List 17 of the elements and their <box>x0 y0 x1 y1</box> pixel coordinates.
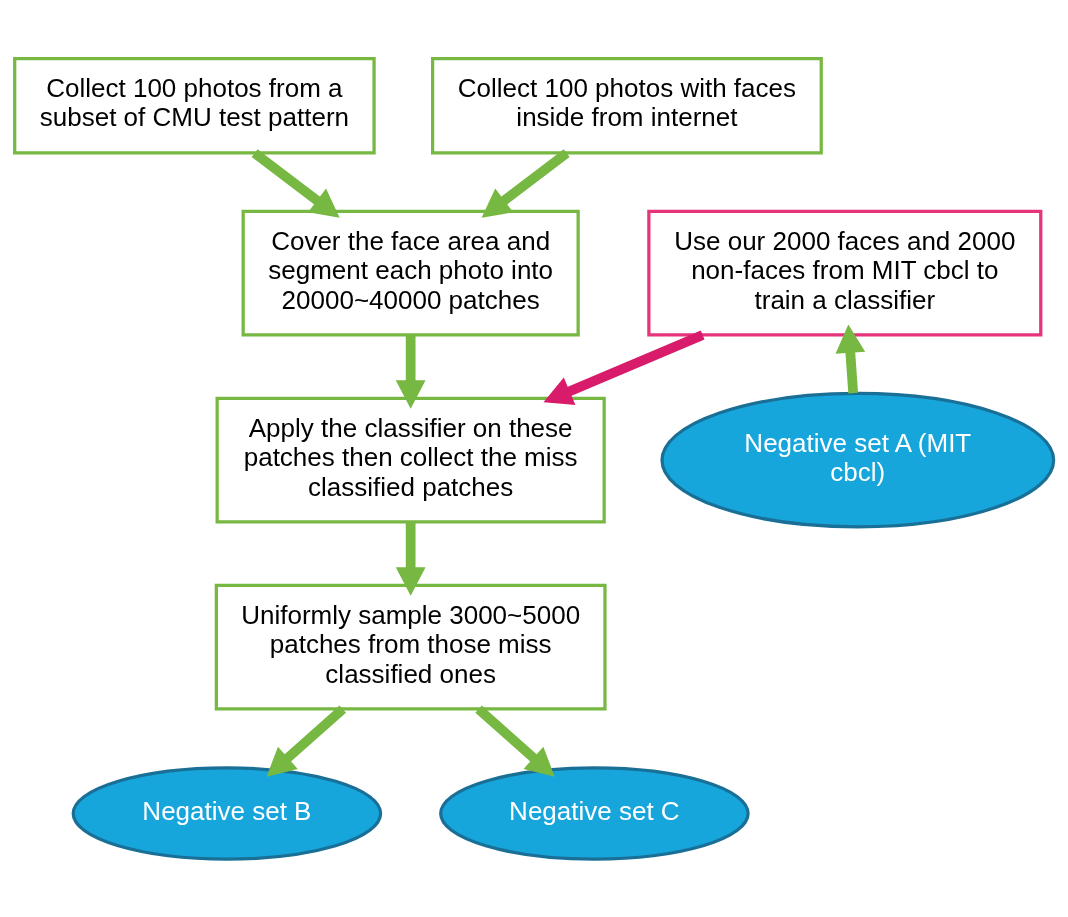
arrow <box>251 148 340 218</box>
arrow <box>395 334 426 409</box>
arrow <box>475 704 555 777</box>
node-box: Cover the face area and segment each photo into 20000~40000 patches <box>241 209 580 337</box>
arrow <box>835 323 866 393</box>
node-box: Use our 2000 faces and 2000 non-faces from MIT cbcl to train a classifier <box>647 209 1043 337</box>
node-box: Collect 100 photos with faces inside from internet <box>431 56 823 154</box>
node-ellipse: Negative set B <box>71 765 383 861</box>
node-ellipse: Negative set A (MIT cbcl) <box>660 391 1056 528</box>
node-box: Collect 100 photos from a subset of CMU test pattern <box>13 56 376 154</box>
node-box: Uniformly sample 3000~5000 patches from those miss classified ones <box>214 583 607 711</box>
arrow <box>481 148 570 218</box>
arrow <box>266 704 346 777</box>
node-box: Apply the classifier on these patches then collect the miss classified patches <box>215 396 606 524</box>
arrow <box>395 521 426 596</box>
node-ellipse: Negative set C <box>439 765 750 861</box>
arrow <box>543 329 705 405</box>
